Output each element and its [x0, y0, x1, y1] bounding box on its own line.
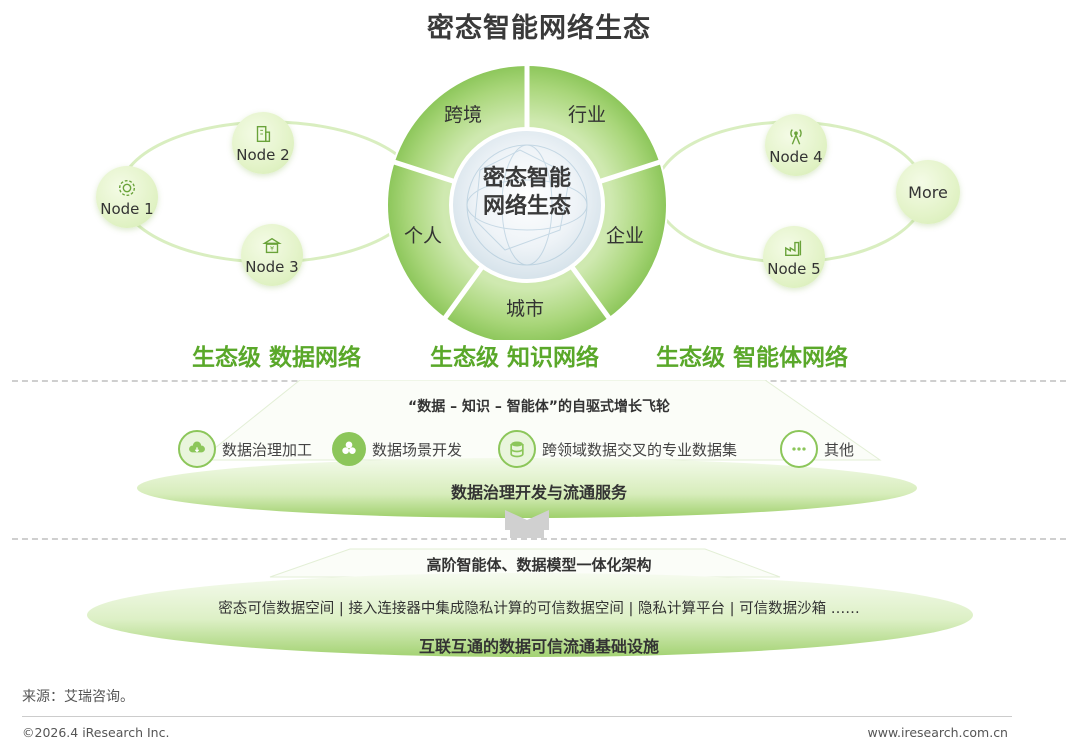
architecture-label: 高阶智能体、数据模型一体化架构: [0, 554, 1078, 575]
more-dots-icon: [780, 430, 818, 468]
infra-platform-label: 互联互通的数据可信流通基础设施: [0, 633, 1078, 657]
building-icon: [252, 123, 274, 145]
service-label: 数据场景开发: [372, 439, 462, 460]
gear-icon: [116, 177, 138, 199]
service-platform-label: 数据治理开发与流通服务: [0, 479, 1078, 503]
svg-text:¥: ¥: [270, 244, 274, 252]
network-knowledge: 生态级 知识网络: [430, 338, 599, 372]
service-label: 跨领域数据交叉的专业数据集: [542, 439, 737, 460]
service-item-other: 其他: [780, 432, 854, 466]
infra-items: 密态可信数据空间 | 接入连接器中集成隐私计算的可信数据空间 | 隐私计算平台 …: [0, 597, 1078, 618]
network-agent: 生态级 智能体网络: [656, 338, 848, 372]
network-data: 生态级 数据网络: [192, 338, 361, 372]
node-label: Node 1: [100, 200, 153, 218]
node-more[interactable]: More: [896, 160, 960, 224]
segment-cross-border: 跨境: [438, 100, 488, 127]
node-label: Node 2: [236, 146, 289, 164]
service-item-governance: 数据治理加工: [178, 432, 312, 466]
node-1[interactable]: Node 1: [96, 166, 158, 228]
core-title-line2: 网络生态: [452, 193, 602, 221]
flywheel-label: “数据 – 知识 – 智能体”的自驱式增长飞轮: [0, 396, 1078, 416]
segment-industry: 行业: [562, 100, 612, 127]
segment-individual: 个人: [398, 221, 448, 248]
database-icon: [498, 430, 536, 468]
copyright: ©2026.4 iResearch Inc.: [22, 725, 169, 740]
factory-icon: [783, 237, 805, 259]
node-4[interactable]: Node 4: [765, 114, 827, 176]
node-label: Node 4: [769, 148, 822, 166]
cubes-icon: [332, 432, 366, 466]
service-label: 其他: [824, 439, 854, 460]
node-5[interactable]: Node 5: [763, 226, 825, 288]
bank-icon: ¥: [261, 235, 283, 257]
node-2[interactable]: Node 2: [232, 112, 294, 174]
core-title-line1: 密态智能: [452, 165, 602, 193]
website[interactable]: www.iresearch.com.cn: [868, 725, 1009, 740]
source-note: 来源：艾瑞咨询。: [22, 686, 134, 706]
core-title: 密态智能 网络生态: [452, 165, 602, 221]
service-item-dataset: 跨领域数据交叉的专业数据集: [498, 432, 737, 466]
cloud-process-icon: [178, 430, 216, 468]
segment-enterprise: 企业: [600, 221, 650, 248]
service-label: 数据治理加工: [222, 439, 312, 460]
node-label: Node 3: [245, 258, 298, 276]
segment-city: 城市: [500, 294, 550, 321]
footer-divider: [22, 716, 1012, 717]
node-label: Node 5: [767, 260, 820, 278]
signal-tower-icon: [785, 125, 807, 147]
node-label: More: [908, 183, 948, 202]
service-item-scenario: 数据场景开发: [332, 432, 462, 466]
node-3[interactable]: ¥ Node 3: [241, 224, 303, 286]
